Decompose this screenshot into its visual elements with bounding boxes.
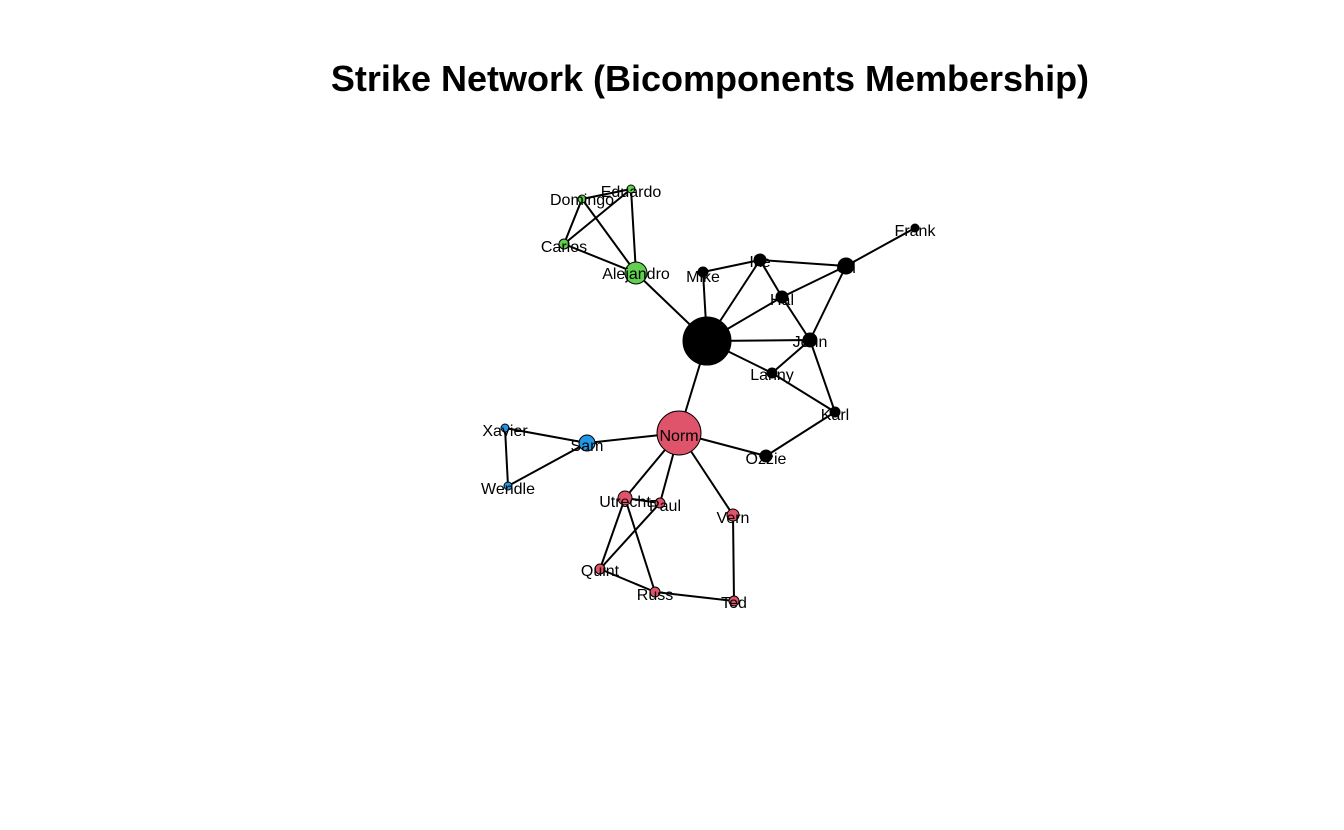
- node-label-john: John: [793, 334, 828, 351]
- node-hal: [775, 290, 789, 304]
- edge-quint-russ: [599, 568, 656, 593]
- node-label-quint: Quint: [581, 563, 620, 580]
- edge-gil-john: [809, 265, 847, 341]
- node-mike: [697, 266, 709, 278]
- node-alejandro: [624, 261, 648, 285]
- node-label-vern: Vern: [717, 510, 750, 527]
- edge-ike-hal: [759, 259, 783, 298]
- edge-carlos-eduardo: [563, 188, 632, 245]
- node-label-ozzie: Ozzie: [746, 451, 787, 468]
- node-gil: [837, 257, 855, 275]
- node-sam: [578, 434, 596, 452]
- edge-utrecht-russ: [624, 497, 656, 593]
- node-label-ike: Ike: [749, 254, 770, 271]
- node-label-frank: Frank: [895, 223, 937, 240]
- node-label-lanny: Lanny: [750, 367, 794, 384]
- edge-alejandro-eduardo: [630, 188, 637, 274]
- edge-utrecht-quint: [599, 497, 626, 570]
- node-frank: [910, 223, 920, 233]
- edge-xavier-wendle: [504, 427, 509, 487]
- node-label-utrecht: Utrecht: [599, 494, 651, 511]
- edge-sam-xavier: [504, 427, 588, 444]
- edge-john-lanny: [771, 339, 811, 374]
- node-eduardo: [626, 184, 636, 194]
- node-label-xavier: Xavier: [482, 423, 528, 440]
- edge-carlos-domingo: [563, 198, 583, 245]
- node-label-karl: Karl: [821, 407, 849, 424]
- edge-lanny-karl: [771, 372, 836, 413]
- node-vern: [726, 508, 740, 522]
- edge-hal-john: [781, 296, 811, 341]
- nodes-layer: [500, 184, 920, 607]
- node-label-wendle: Wendle: [481, 481, 535, 498]
- edge-ike-gil: [759, 259, 847, 267]
- node-xavier: [500, 423, 510, 433]
- edge-domingo-eduardo: [581, 188, 632, 200]
- node-label-mike: Mike: [686, 269, 720, 286]
- edge-russ-ted: [654, 591, 735, 602]
- edge-john-karl: [809, 339, 836, 413]
- node-label-paul: Paul: [649, 498, 681, 515]
- node-ike: [753, 253, 767, 267]
- edge-karl-ozzie: [765, 411, 836, 457]
- node-label-domingo: Domingo: [550, 192, 614, 209]
- node-paul: [654, 497, 666, 509]
- node-label-norm: Norm: [659, 428, 698, 445]
- edge-sam-wendle: [507, 442, 588, 487]
- node-utrecht: [617, 490, 633, 506]
- edge-gil-frank: [845, 227, 916, 267]
- edge-mike-ike: [702, 259, 761, 273]
- edge-alejandro-carlos: [563, 243, 637, 274]
- node-label-ted: Ted: [721, 595, 747, 612]
- node-label-alejandro: Alejandro: [602, 266, 670, 283]
- node-karl: [829, 406, 841, 418]
- node-label-gil: Gil: [836, 260, 856, 277]
- edge-paul-quint: [599, 502, 661, 570]
- node-norm: [656, 410, 702, 456]
- node-lanny: [766, 367, 778, 379]
- node-label-sam: Sam: [571, 438, 604, 455]
- node-carlos: [558, 238, 570, 250]
- edge-gil-hal: [781, 265, 847, 298]
- node-domingo: [577, 194, 587, 204]
- node-label-carlos: Carlos: [541, 239, 587, 256]
- node-ozzie: [759, 449, 773, 463]
- node-wendle: [503, 481, 513, 491]
- node-john: [802, 332, 818, 348]
- node-label-eduardo: Eduardo: [601, 184, 662, 201]
- node-label-hal: Hal: [770, 292, 794, 309]
- node-ted: [728, 595, 740, 607]
- chart-title: Strike Network (Bicomponents Membership): [330, 58, 1090, 99]
- edge-vern-ted: [732, 514, 735, 602]
- node-quint: [594, 563, 606, 575]
- edge-alejandro-domingo: [581, 198, 637, 274]
- node-label-russ: Russ: [637, 587, 673, 604]
- node-russ: [649, 586, 661, 598]
- node-hub: [682, 316, 732, 366]
